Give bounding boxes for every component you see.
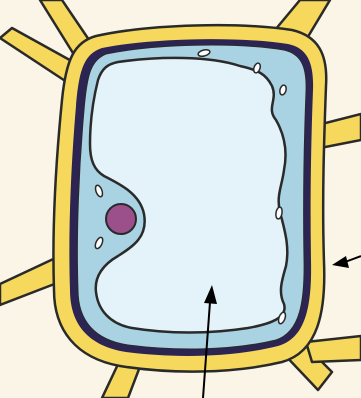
nucleus bbox=[106, 204, 136, 234]
wall-band-bottom-right-2 bbox=[306, 336, 361, 362]
